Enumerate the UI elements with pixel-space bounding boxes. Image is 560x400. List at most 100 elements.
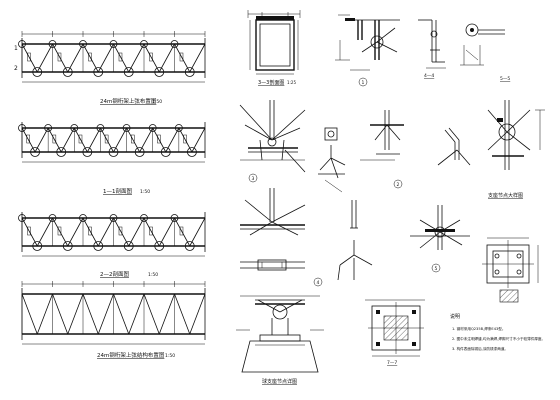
knot-detail-1-label: 1 xyxy=(362,80,365,86)
truss-1-node-marker xyxy=(123,67,134,77)
truss-3-diagonal xyxy=(174,217,191,247)
truss-4-diagonal xyxy=(143,293,160,335)
truss-3-node-marker xyxy=(170,214,179,222)
truss-3-node-marker xyxy=(32,241,43,251)
knot-detail-4-label: 4 xyxy=(317,280,320,286)
truss-3-node-marker xyxy=(184,241,195,251)
truss-2-diagonal xyxy=(152,127,167,153)
truss-4-diagonal xyxy=(189,293,206,335)
truss-2-diagonal xyxy=(178,127,193,153)
truss-caption-4: 24m钢桁架上弦结构布置图 xyxy=(97,351,165,359)
truss-1-diagonal xyxy=(52,43,69,73)
truss-4-diagonal xyxy=(113,293,130,335)
truss-1-node-marker xyxy=(109,40,118,48)
truss-1-diagonal xyxy=(82,43,99,73)
truss-3-diagonal xyxy=(189,217,206,247)
truss-1-node-marker xyxy=(32,67,43,77)
truss-1-node-marker xyxy=(18,40,26,48)
truss-2-node-marker xyxy=(30,147,40,157)
knot-detail-2-label: 2 xyxy=(397,182,400,188)
truss-4-diagonal xyxy=(82,293,99,335)
knot-detail-4 xyxy=(240,188,323,287)
knot-detail-2 xyxy=(360,110,404,189)
truss-scale-4: 1:50 xyxy=(165,353,175,359)
section-4-4-caption: 4—4 xyxy=(424,73,434,79)
truss-2-diagonal xyxy=(139,127,154,153)
truss-3-node-marker xyxy=(140,214,148,222)
truss-3-node-marker xyxy=(109,214,118,222)
truss-2-diagonal xyxy=(34,127,49,153)
truss-2-node-marker xyxy=(96,124,105,132)
truss-2-diagonal xyxy=(191,127,206,153)
truss-2-member-tag xyxy=(183,134,187,144)
truss-3-diagonal xyxy=(128,217,145,247)
truss-2-node-marker xyxy=(56,147,67,157)
truss-1-diagonal xyxy=(36,43,53,73)
knot-detail-3 xyxy=(239,100,306,183)
truss-4-diagonal xyxy=(21,293,38,335)
truss-1-node-marker xyxy=(184,67,195,77)
section-3-3-caption: 3—3剖面图 xyxy=(258,79,284,86)
truss-3-node-marker xyxy=(123,241,134,251)
truss-scale-2: 1:50 xyxy=(140,189,150,195)
bearing-plan-detail xyxy=(482,237,539,303)
truss-3-member-tag xyxy=(179,226,184,236)
truss-scale-3: 1:50 xyxy=(148,272,158,278)
truss-2-node-marker xyxy=(134,147,145,157)
truss-1-node-marker xyxy=(140,40,148,48)
truss-2-node-marker xyxy=(108,147,119,157)
truss-2-member-tag xyxy=(52,134,57,144)
knot-detail-5 xyxy=(410,205,470,273)
truss-1-diagonal xyxy=(67,43,84,73)
knot-detail-3-label: 3 xyxy=(252,176,255,182)
section-5-5-detail xyxy=(460,23,505,66)
truss-1-diagonal xyxy=(113,43,130,73)
truss-2-node-marker xyxy=(187,147,197,157)
notes-line-3: 3. 构件表面除锈后,涂防锈漆两道。 xyxy=(452,346,508,351)
truss-3-diagonal xyxy=(158,217,175,247)
truss-1-diagonal xyxy=(143,43,160,73)
truss-3-diagonal xyxy=(143,217,160,247)
truss-2-diagonal xyxy=(47,127,62,153)
notes-line-2: 2. 图中未注明焊缝,均为满焊,焊脚尺寸不小于较薄件厚度。 xyxy=(452,336,545,341)
truss-3-node-marker xyxy=(62,241,73,251)
section-5-5-caption: 5—5 xyxy=(500,76,510,82)
section-3-3-scale: 1:25 xyxy=(287,80,296,85)
section-7-7-detail xyxy=(365,299,425,357)
support-node-detail xyxy=(487,100,545,170)
truss-2-node-marker xyxy=(82,147,93,157)
truss-3-diagonal xyxy=(82,217,99,247)
truss-2-diagonal xyxy=(21,127,36,153)
truss-1-node-marker xyxy=(48,40,57,48)
section-7-7-caption: 7—7 xyxy=(387,360,397,366)
truss-2-node-marker xyxy=(160,147,171,157)
knot-detail-5-label: 5 xyxy=(435,266,438,272)
truss-1-node-marker xyxy=(154,67,165,77)
truss-1-member-tag xyxy=(88,52,92,62)
truss-4-diagonal xyxy=(67,293,84,335)
truss-caption-2: 1—1剖面图 xyxy=(103,187,132,195)
truss-1-member-tag xyxy=(57,52,62,62)
truss-2-member-tag xyxy=(157,134,161,144)
truss-1-node-marker xyxy=(170,40,179,48)
truss-1-node-marker xyxy=(93,67,104,77)
section-4-4-detail xyxy=(418,19,446,69)
truss-2-diagonal xyxy=(113,127,127,153)
bearing-node-detail xyxy=(236,295,324,373)
truss-4-diagonal xyxy=(52,293,69,335)
knot-elevation-center xyxy=(318,127,346,193)
truss-3-node-marker xyxy=(48,214,57,222)
truss-2-diagonal xyxy=(165,127,180,153)
truss-2-member-tag xyxy=(131,134,135,144)
fork-detail xyxy=(437,127,471,166)
truss-1-member-tag xyxy=(27,52,31,62)
truss-2-diagonal xyxy=(87,127,101,153)
truss-3-node-marker xyxy=(154,241,165,251)
truss-1-diagonal xyxy=(97,43,114,73)
truss-1-diagonal xyxy=(21,43,38,73)
truss-4-diagonal xyxy=(36,293,53,335)
truss-2-diagonal xyxy=(126,127,140,153)
truss-3-member-tag xyxy=(27,226,31,236)
truss-3-diagonal xyxy=(67,217,84,247)
